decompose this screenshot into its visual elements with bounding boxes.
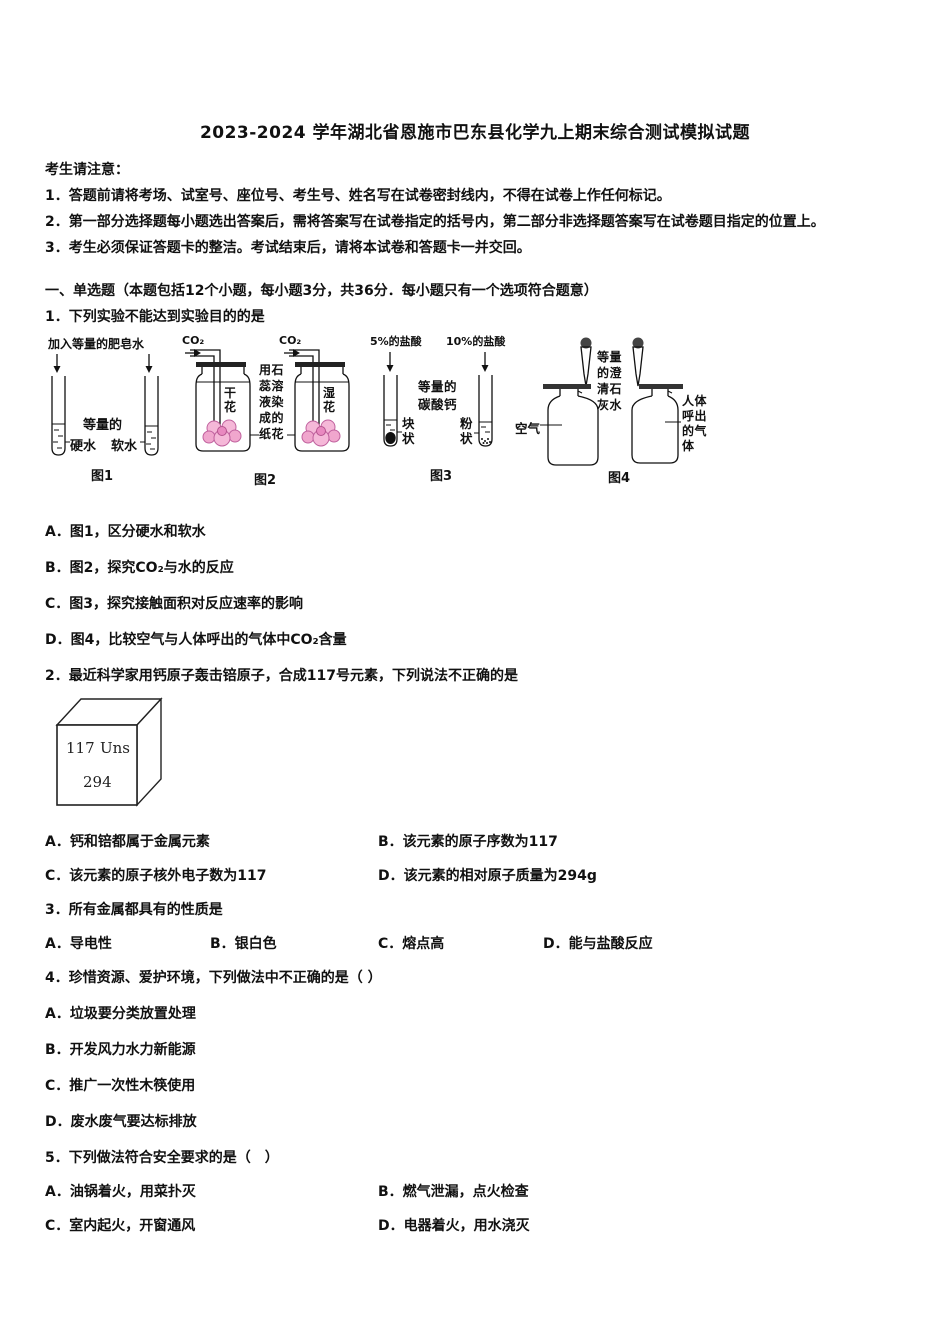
figure3-drawing — [383, 352, 493, 447]
right-arrow-icon — [194, 349, 201, 357]
figure3-powder-label: 粉状 — [460, 416, 474, 446]
element-mass: 294 — [83, 773, 112, 791]
figure3-left-acid-label: 5%的盐酸 — [370, 335, 422, 348]
question-5-stem: 5．下列做法符合安全要求的是（ ） — [45, 1150, 279, 1166]
q3-option-a: A．导电性 — [45, 936, 112, 952]
dropper-bulb — [580, 337, 592, 349]
element-symbol: Uns — [100, 739, 130, 757]
dropper — [580, 346, 592, 387]
q1-option-a: A．图1，区分硬水和软水 — [45, 524, 206, 540]
figure3-right-acid-label: 10%的盐酸 — [446, 335, 506, 348]
dropper — [632, 346, 644, 387]
q2-option-d: D．该元素的相对原子质量为294g — [378, 868, 597, 884]
down-arrow-icon — [145, 366, 153, 373]
question-3-stem: 3．所有金属都具有的性质是 — [45, 902, 223, 918]
q4-option-b: B．开发风力水力新能源 — [45, 1042, 196, 1058]
figure2-co2-label: CO₂ — [182, 334, 205, 347]
element-atomic-number: 117 — [66, 739, 95, 757]
element-cube-figure: 117 Uns 294 — [55, 695, 185, 811]
figure1-soft-water-label: 软水 — [111, 439, 138, 454]
dropper-bulb — [632, 337, 644, 349]
test-tube — [478, 375, 493, 447]
figure-1: 加入等量的肥皂水 等量的 硬水 软水 图1 — [45, 332, 165, 490]
q4-option-a: A．垃圾要分类放置处理 — [45, 1006, 196, 1022]
figure-4-caption: 图4 — [608, 471, 631, 486]
bottle-stopper — [543, 384, 591, 389]
q2-options-row-2: C．该元素的原子核外电子数为117 D．该元素的相对原子质量为294g — [45, 865, 905, 887]
figure1-drawing — [51, 354, 159, 456]
test-tube — [144, 376, 159, 456]
figure4-drawing — [540, 337, 683, 466]
down-arrow-icon — [386, 365, 394, 372]
question-4-stem: 4．珍惜资源、爱护环境，下列做法中不正确的是（ ） — [45, 970, 382, 986]
question-1-stem: 1．下列实验不能达到实验目的的是 — [45, 309, 265, 325]
figure3-lump-label: 块状 — [402, 416, 416, 446]
q2-option-c: C．该元素的原子核外电子数为117 — [45, 868, 267, 884]
figure-4: 等量的澄清石灰水 空气 人体呼出的气体 图4 — [515, 332, 715, 490]
notice-item-1: 1．答题前请将考场、试室号、座位号、考生号、姓名写在试卷密封线内，不得在试卷上作… — [45, 188, 671, 204]
gas-tube — [190, 349, 221, 428]
down-arrow-icon — [53, 366, 61, 373]
q4-option-c: C．推广一次性木筷使用 — [45, 1078, 196, 1094]
q5-option-b: B．燃气泄漏，点火检查 — [378, 1184, 529, 1200]
exam-title: 2023-2024 学年湖北省恩施市巴东县化学九上期末综合测试模拟试题 — [199, 123, 751, 143]
figure-2: CO₂ CO₂ 用石蕊溶液染成的纸花 干花 湿花 图2 — [182, 332, 354, 490]
figure1-hard-water-label: 硬水 — [70, 439, 97, 454]
q5-options-row-1: A．油锅着火，用菜扑灭 B．燃气泄漏，点火检查 — [45, 1181, 905, 1203]
q5-option-a: A．油锅着火，用菜扑灭 — [45, 1184, 196, 1200]
figure-3-caption: 图3 — [430, 469, 453, 484]
figure-1-caption: 图1 — [91, 469, 114, 484]
figure-3: 5%的盐酸 10%的盐酸 等量的碳酸钙 块状 粉状 图3 — [370, 332, 522, 490]
notice-item-3: 3．考生必须保证答题卡的整洁。考试结束后，请将本试卷和答题卡一并交回。 — [45, 240, 531, 256]
q5-options-row-2: C．室内起火，开窗通风 D．电器着火，用水浇灭 — [45, 1215, 905, 1237]
exam-page: 2023-2024 学年湖北省恩施市巴东县化学九上期末综合测试模拟试题 考生请注… — [45, 123, 905, 1237]
gas-bottle — [631, 395, 679, 464]
figure2-co2-label: CO₂ — [279, 334, 302, 347]
q2-option-a: A．钙和锫都属于金属元素 — [45, 834, 210, 850]
element-cube-drawing — [55, 697, 163, 807]
figure1-mid-label: 等量的 — [83, 418, 123, 433]
figure-2-caption: 图2 — [254, 473, 277, 488]
section-heading: 一、单选题（本题包括12个小题，每小题3分，共36分．每小题只有一个选项符合题意… — [45, 283, 598, 299]
q3-option-d: D．能与盐酸反应 — [543, 936, 653, 952]
q3-option-b: B．银白色 — [210, 936, 277, 952]
test-tube — [51, 376, 66, 456]
jar-lid — [196, 362, 246, 367]
q5-option-d: D．电器着火，用水浇灭 — [378, 1218, 530, 1234]
figure2-drawing — [185, 349, 350, 452]
q1-option-b: B．图2，探究CO₂与水的反应 — [45, 560, 234, 576]
q3-option-c: C．熔点高 — [378, 936, 445, 952]
question-1-figures: 加入等量的肥皂水 等量的 硬水 软水 图1 — [45, 332, 905, 490]
notice-block: 考生请注意： 1．答题前请将考场、试室号、座位号、考生号、姓名写在试卷密封线内，… — [45, 157, 905, 261]
q2-options-row-1: A．钙和锫都属于金属元素 B．该元素的原子序数为117 — [45, 831, 905, 853]
down-arrow-icon — [481, 365, 489, 372]
notice-item-2: 2．第一部分选择题每小题选出答案后，需将答案写在试卷指定的括号内，第二部分非选择… — [45, 214, 825, 230]
q4-option-d: D．废水废气要达标排放 — [45, 1114, 197, 1130]
q5-option-c: C．室内起火，开窗通风 — [45, 1218, 196, 1234]
caco3-powder — [481, 438, 491, 444]
figure2-dry-flower-label: 干花 — [224, 386, 237, 414]
q1-option-c: C．图3，探究接触面积对反应速率的影响 — [45, 596, 304, 612]
q2-option-b: B．该元素的原子序数为117 — [378, 834, 558, 850]
bottle-stopper — [639, 384, 683, 389]
figure2-wet-flower-label: 湿花 — [323, 386, 336, 414]
notice-heading: 考生请注意： — [45, 162, 129, 178]
jar-lid — [295, 362, 345, 367]
figure2-litmus-paper-label: 用石蕊溶液染成的纸花 — [259, 363, 285, 441]
caco3-lump — [385, 432, 396, 444]
figure3-caco3-label: 等量的碳酸钙 — [418, 379, 458, 412]
figure4-limewater-label: 等量的澄清石灰水 — [597, 350, 623, 412]
q1-option-d: D．图4，比较空气与人体呼出的气体中CO₂含量 — [45, 632, 347, 648]
figure4-exhaled-gas-label: 人体呼出的气体 — [682, 394, 708, 453]
right-arrow-icon — [293, 349, 300, 357]
question-2-stem: 2．最近科学家用钙原子轰击锫原子，合成117号元素，下列说法不正确的是 — [45, 668, 518, 684]
figure4-air-label: 空气 — [515, 421, 541, 436]
gas-bottle — [547, 395, 599, 466]
q3-options-row: A．导电性 B．银白色 C．熔点高 D．能与盐酸反应 — [45, 933, 905, 955]
figure1-top-label: 加入等量的肥皂水 — [48, 337, 145, 351]
gas-tube — [289, 349, 320, 428]
test-tube — [383, 375, 398, 447]
